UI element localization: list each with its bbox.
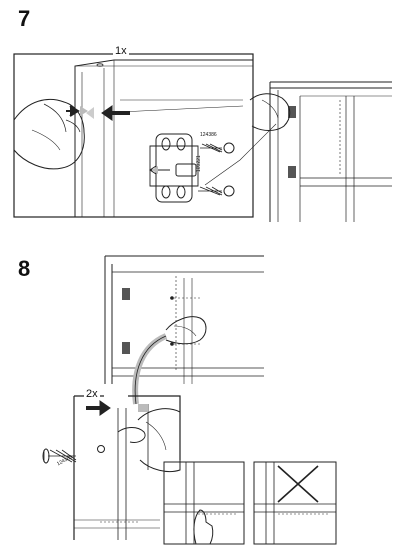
step8-push-arrows bbox=[86, 400, 148, 416]
step8-hand-top bbox=[165, 316, 207, 345]
step7-hand-left bbox=[13, 98, 85, 170]
step7-hinge bbox=[149, 133, 199, 203]
step8-cabinet bbox=[104, 255, 264, 384]
step7-push-arrows bbox=[66, 105, 130, 121]
step7-cabinet-overview bbox=[269, 81, 392, 222]
step8-hand-press bbox=[117, 408, 181, 473]
step7-leader-line bbox=[204, 123, 277, 186]
step-8-quantity: 2x bbox=[84, 388, 100, 400]
step-8-number: 8 bbox=[18, 256, 31, 281]
step8-screw bbox=[42, 445, 105, 464]
step-7-number: 7 bbox=[18, 6, 31, 31]
step8-incorrect-box bbox=[253, 461, 337, 545]
step-7-screw-part-number: 124386 bbox=[200, 132, 217, 138]
step7-hand-right bbox=[249, 93, 291, 131]
step7-detail-panel bbox=[13, 53, 254, 218]
step7-screws bbox=[198, 142, 235, 197]
step-7-hinge-part-number: 109221 bbox=[196, 155, 202, 172]
step8-curved-arrow bbox=[132, 333, 168, 405]
step8-correct-box bbox=[163, 461, 245, 545]
step-7-quantity: 1x bbox=[113, 45, 129, 57]
